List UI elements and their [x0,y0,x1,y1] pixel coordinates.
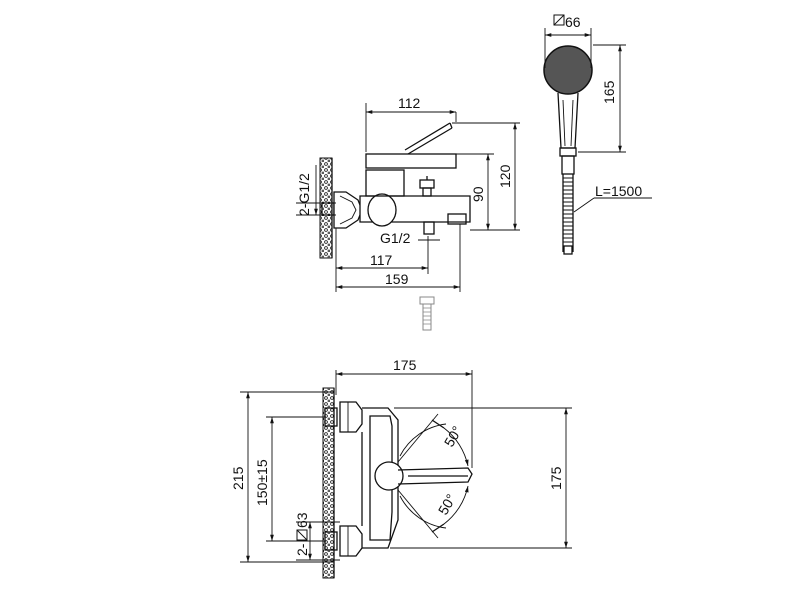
front-view: 50° 50° 175 215 150±15 2- 63 175 [230,357,572,579]
dim-66: 66 [565,14,581,30]
dim-120: 120 [497,164,513,188]
dim-63: 63 [294,512,310,528]
hose-length: L=1500 [595,183,642,199]
connector-part [419,296,435,331]
dim-g12: G1/2 [380,230,411,246]
dim-150-15: 150±15 [254,459,270,506]
dim-175-top: 175 [393,357,417,373]
dim-159: 159 [385,271,409,287]
dim-90: 90 [470,186,486,202]
hand-shower-view: 66 165 L=1500 [543,14,652,255]
dim-112: 112 [398,95,421,111]
square-symbol-icon [296,529,308,541]
angle-upper: 50° [441,423,465,449]
angle-lower: 50° [435,491,459,517]
square-symbol-icon [553,14,565,26]
shower-head-icon [543,45,593,95]
dim-117: 117 [370,252,393,268]
dim-175-right: 175 [548,466,564,490]
shower-hose [562,174,574,255]
dim-2-g12: 2-G1/2 [296,173,312,216]
dim-165: 165 [601,80,617,104]
dim-215: 215 [230,466,246,490]
dim-2-63-prefix: 2- [294,543,310,556]
side-view: 112 120 90 2-G1/2 G1/2 117 159 [296,95,520,331]
